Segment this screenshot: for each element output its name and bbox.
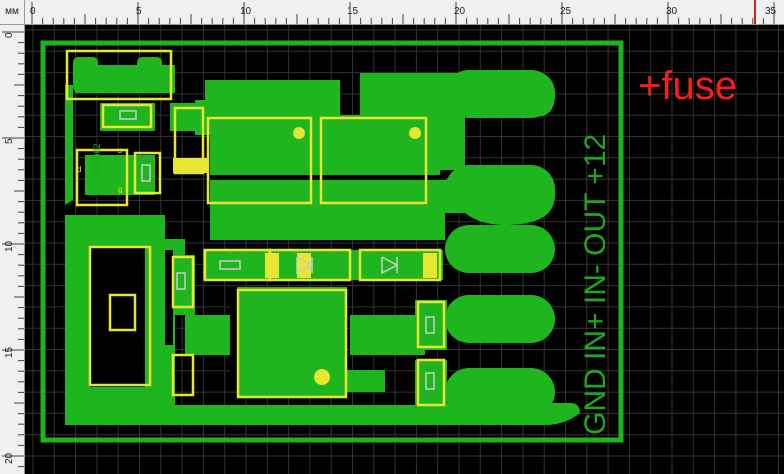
ruler-label-x5: 5: [136, 6, 142, 17]
silk-cap-right: [319, 116, 428, 205]
ruler-label-x20: 20: [454, 6, 466, 17]
ruler-label-y15: 15: [4, 346, 15, 358]
ic-pin1-mark: [314, 369, 330, 385]
board-outline[interactable]: [40, 40, 624, 443]
horizontal-ruler-ticks: [31, 2, 775, 24]
horizontal-ruler[interactable]: 0 5 10 15 20 25 30 35: [0, 0, 784, 25]
pcb-drawing[interactable]: 2N7002 d s g GND IN+ IN- OUT +12: [25, 25, 784, 474]
ruler-label-x15: 15: [347, 6, 359, 17]
ruler-label-x0: 0: [30, 6, 36, 17]
ruler-label-x35: 35: [765, 6, 777, 17]
ruler-label-y0: 0: [4, 32, 15, 38]
cap-polarity-mark-left: [293, 127, 305, 139]
pad-gnd[interactable]: [445, 368, 555, 416]
pin-s-label: s: [118, 146, 122, 155]
ruler-unit-label: мм: [0, 0, 25, 25]
ruler-label-x10: 10: [240, 6, 252, 17]
connector-label: GND IN+ IN- OUT +12: [579, 134, 612, 435]
pcb-canvas[interactable]: 2N7002 d s g GND IN+ IN- OUT +12: [25, 25, 784, 474]
component-pads: [173, 127, 437, 385]
silk-ic: [236, 288, 348, 399]
fuse-annotation: +fuse: [638, 64, 737, 108]
pad-plus12[interactable]: [445, 70, 555, 118]
ruler-label-y5: 5: [4, 138, 15, 144]
silkscreen: [65, 49, 446, 407]
ruler-label-y20: 20: [4, 452, 15, 464]
cap-polarity-mark-right: [409, 127, 421, 139]
ruler-label-x30: 30: [666, 6, 678, 17]
pad-out[interactable]: [445, 165, 555, 213]
pad-in-minus[interactable]: [445, 225, 555, 273]
smd-pads[interactable]: [73, 57, 162, 92]
isolation-gaps: [90, 175, 441, 390]
pad-in-plus[interactable]: [445, 295, 555, 343]
connector-pads[interactable]: [445, 70, 555, 416]
diode-symbols: [119, 110, 435, 390]
vertical-ruler-ticks: [2, 31, 24, 468]
pin-d-label: d: [77, 165, 81, 174]
silk-inductor: [88, 245, 152, 387]
ruler-label-x25: 25: [560, 6, 572, 17]
silk-top-left-part: [65, 49, 173, 101]
ruler-cursor-marker: [754, 0, 756, 24]
vertical-ruler[interactable]: 0 5 10 15 20: [0, 24, 25, 474]
transistor-label: 2N7002: [92, 143, 102, 175]
pin-g-label: g: [118, 185, 122, 194]
ruler-label-y10: 10: [4, 240, 15, 252]
